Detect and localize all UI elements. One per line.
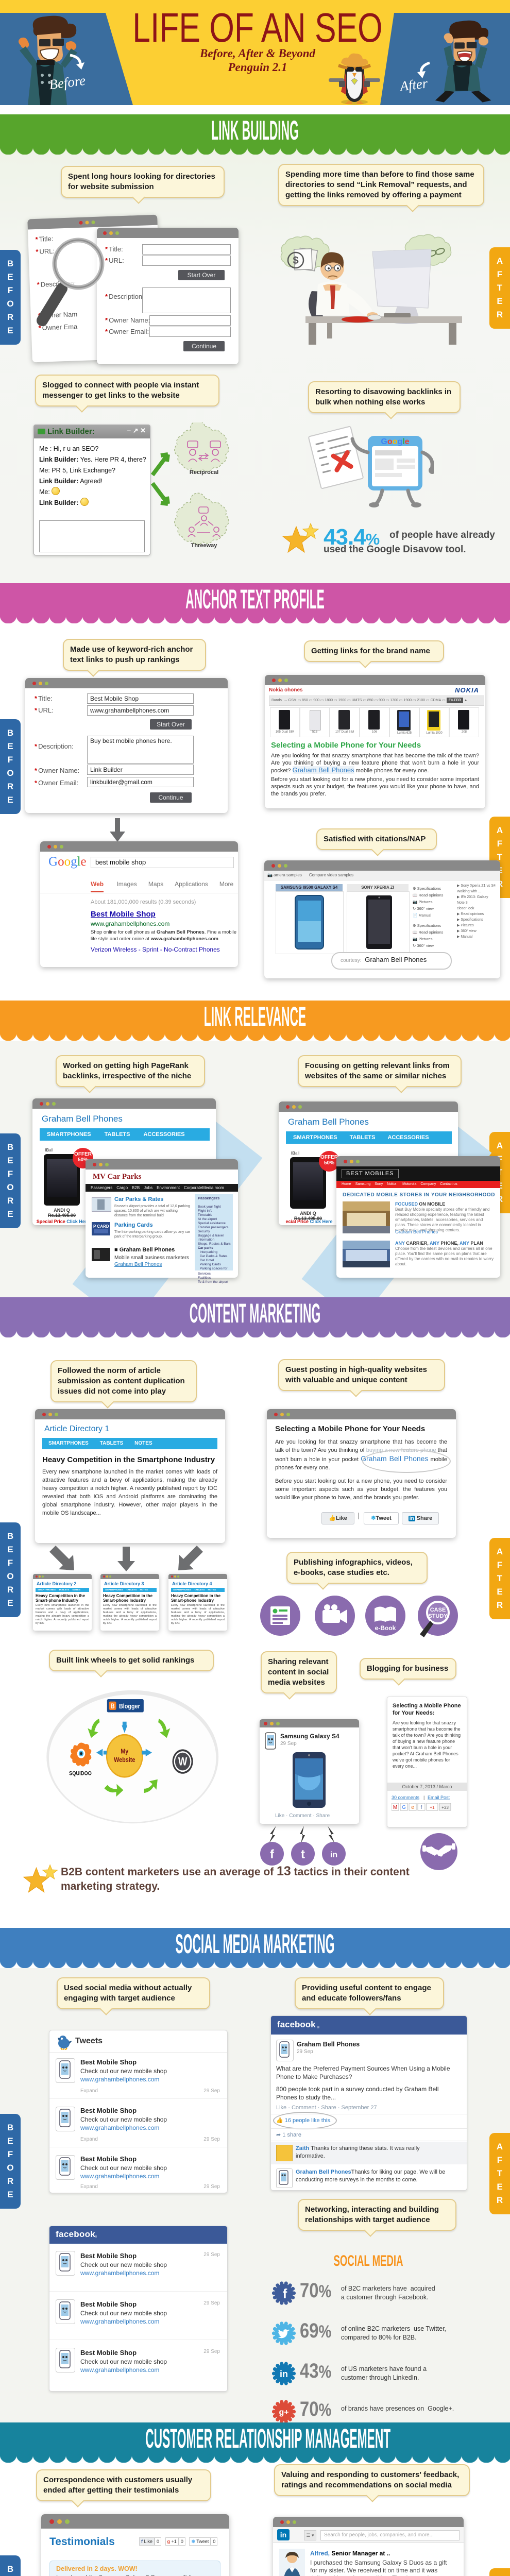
- svg-text:in: in: [280, 2369, 288, 2379]
- svg-text:e: e: [411, 1805, 414, 1810]
- svg-text:SQUIDOO: SQUIDOO: [69, 1771, 92, 1777]
- svg-text:f: f: [421, 1805, 422, 1810]
- svg-text:f: f: [283, 2286, 287, 2301]
- svg-text:B: B: [110, 1702, 114, 1710]
- svg-text:e-Book: e-Book: [375, 1624, 396, 1632]
- svg-text:$: $: [293, 255, 298, 266]
- svg-text:Threeway: Threeway: [191, 543, 218, 549]
- svg-text:CASE: CASE: [430, 1607, 446, 1613]
- svg-text:W: W: [178, 1756, 188, 1768]
- svg-text:Website: Website: [114, 1756, 135, 1764]
- svg-text:t: t: [301, 1848, 305, 1861]
- svg-text:Reciprocal: Reciprocal: [190, 469, 218, 476]
- svg-text:+33: +33: [441, 1805, 449, 1810]
- svg-text:My: My: [121, 1748, 128, 1755]
- svg-text:in: in: [330, 1851, 337, 1859]
- svg-text:STUDY: STUDY: [428, 1613, 448, 1619]
- svg-text:+1: +1: [430, 1805, 435, 1810]
- svg-text:G: G: [402, 1805, 406, 1810]
- svg-text:g+: g+: [279, 2408, 288, 2417]
- svg-text:Blogger: Blogger: [119, 1702, 140, 1710]
- svg-text:f: f: [270, 1848, 275, 1861]
- svg-text:M: M: [393, 1805, 397, 1810]
- svg-text:Google: Google: [381, 437, 409, 446]
